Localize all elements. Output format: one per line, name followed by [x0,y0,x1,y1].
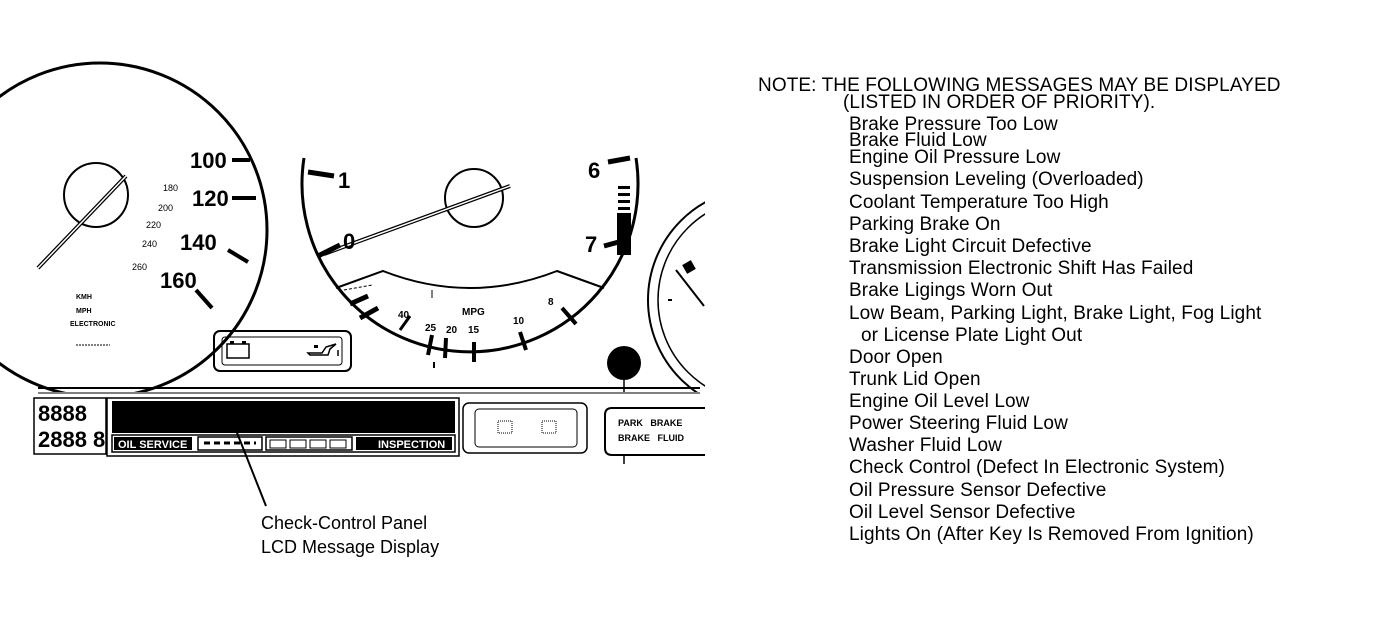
mpg-label: MPG [462,307,485,318]
odometer-line-2: 2888 8 [38,427,105,452]
speedo-legend-mph: MPH [76,308,92,315]
brake-lamp-line-2: BRAKE FLUID [618,433,684,443]
speed-tick-140 [226,248,250,264]
odometer-line-1: 8888 [38,401,87,426]
tach-tick-0 [316,242,342,259]
speedometer: 100 120 140 160 180 200 220 240 260 KMH … [0,61,269,392]
speed-tick-160 [194,288,214,310]
speed-label-160: 160 [160,268,197,293]
battery-icon [226,341,250,359]
mpg-tick-8: 8 [548,297,554,308]
speedo-legend-electronic: ELECTRONIC [70,321,116,328]
control-knob [607,346,641,380]
kmh-label-220: 220 [146,220,161,230]
mpg-tick-25: 25 [425,323,437,334]
tach-tick-1 [307,169,335,179]
speedo-legend-kmh: KMH [76,294,92,301]
brake-warning-lights: PARK BRAKE BRAKE FLUID [604,407,705,464]
mpg-scale [343,284,578,368]
mpg-tick-10: 10 [513,316,525,327]
tach-label-6: 6 [588,158,600,183]
odometer-display: 8888 2888 8 [33,397,107,455]
warning-lamp-box [213,330,352,372]
lower-panel: 8888 2888 8 OIL SERVICE INSPECTION [33,387,705,464]
speed-label-120: 120 [192,186,229,211]
tach-tick-6 [607,155,631,165]
lcd-message-display [112,401,455,433]
tach-label-1: 1 [338,168,350,193]
kmh-label-200: 200 [158,203,173,213]
tachometer-hub [444,168,504,228]
speedometer-hub [63,162,129,228]
mpg-tick-15: 15 [468,325,480,336]
indicator-panel [462,402,588,454]
brake-lamp-line-1: PARK BRAKE [618,418,682,428]
tach-label-7: 7 [585,232,597,257]
speed-label-140: 140 [180,230,217,255]
mpg-tick-40: 40 [398,310,410,321]
kmh-label-180: 180 [163,183,178,193]
fuel-gauge-partial [647,201,705,392]
check-control-lcd: OIL SERVICE INSPECTION [106,397,460,457]
tachometer: 1 0 6 7 MPG 40 25 20 15 10 8 [300,155,640,368]
tach-redline-band [617,186,631,255]
tach-label-0: 0 [343,229,355,254]
oil-service-segment: OIL SERVICE [118,439,187,451]
kmh-label-260: 260 [132,262,147,272]
callout-leader-line [227,409,267,507]
inspection-segment: INSPECTION [378,439,445,451]
speed-label-100: 100 [190,148,227,173]
mpg-tick-20: 20 [446,325,458,336]
oil-can-icon [306,343,339,356]
kmh-label-240: 240 [142,239,157,249]
